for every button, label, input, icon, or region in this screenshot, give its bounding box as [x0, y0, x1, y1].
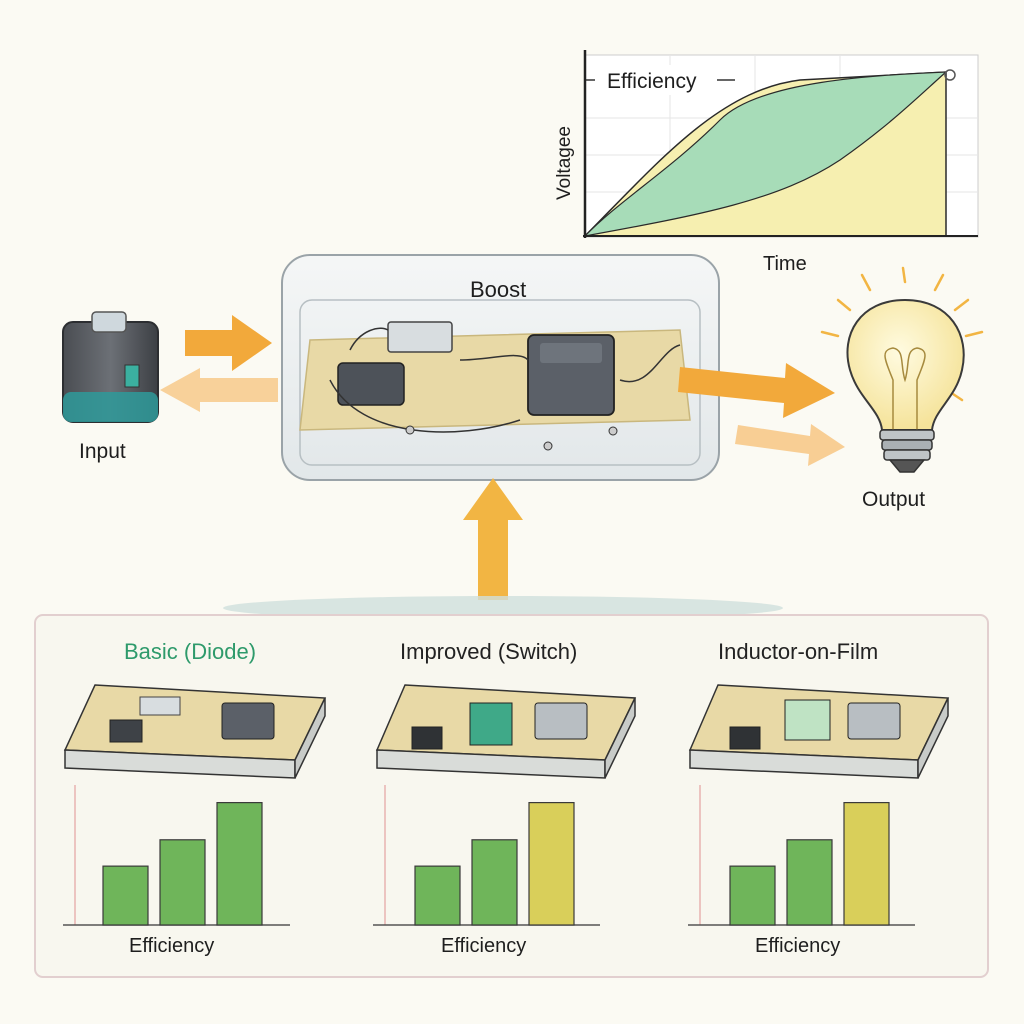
variant-title: Improved (Switch)	[400, 639, 577, 664]
variant-xlabel: Efficiency	[441, 935, 526, 957]
boost-label: Boost	[470, 277, 526, 302]
variant-improved: Improved (Switch) Efficiency	[373, 639, 637, 957]
efficiency-bar	[786, 839, 833, 926]
lightbulb-icon	[820, 266, 984, 473]
circuit-board	[375, 684, 637, 779]
variant-basic: Basic (Diode) Efficiency	[63, 639, 327, 957]
end-marker	[944, 69, 956, 81]
chart-title: Efficiency	[607, 70, 697, 93]
variant-title: Basic (Diode)	[124, 639, 256, 664]
input-label: Input	[79, 440, 126, 463]
efficiency-bar	[102, 865, 149, 926]
efficiency-chart: Efficiency Time Voltagee	[554, 50, 979, 275]
efficiency-bar	[843, 801, 890, 926]
output-label: Output	[862, 488, 925, 511]
efficiency-bar	[216, 801, 263, 926]
input-arrow-icon	[185, 315, 272, 371]
efficiency-bar	[414, 865, 461, 926]
upward-arrow-icon	[463, 478, 523, 600]
output-arrow-secondary-icon	[735, 424, 845, 466]
variant-inductor-film: Inductor-on-Film Efficiency	[688, 639, 950, 957]
efficiency-bar	[528, 801, 575, 926]
ic-chip	[337, 362, 405, 406]
capacitor-bank	[387, 321, 453, 353]
battery-icon	[62, 311, 159, 423]
boost-converter	[281, 254, 720, 481]
efficiency-bar	[729, 865, 776, 926]
return-arrow-icon	[160, 368, 278, 412]
circuit-board	[63, 684, 327, 779]
chart-ylabel: Voltagee	[554, 126, 575, 200]
efficiency-bar	[159, 839, 206, 926]
variant-xlabel: Efficiency	[129, 935, 214, 957]
output-arrow-icon	[678, 363, 835, 418]
chart-xlabel: Time	[763, 253, 807, 275]
efficiency-bar	[471, 839, 518, 926]
variant-xlabel: Efficiency	[755, 935, 840, 957]
circuit-board	[688, 684, 950, 779]
variant-title: Inductor-on-Film	[718, 639, 878, 664]
